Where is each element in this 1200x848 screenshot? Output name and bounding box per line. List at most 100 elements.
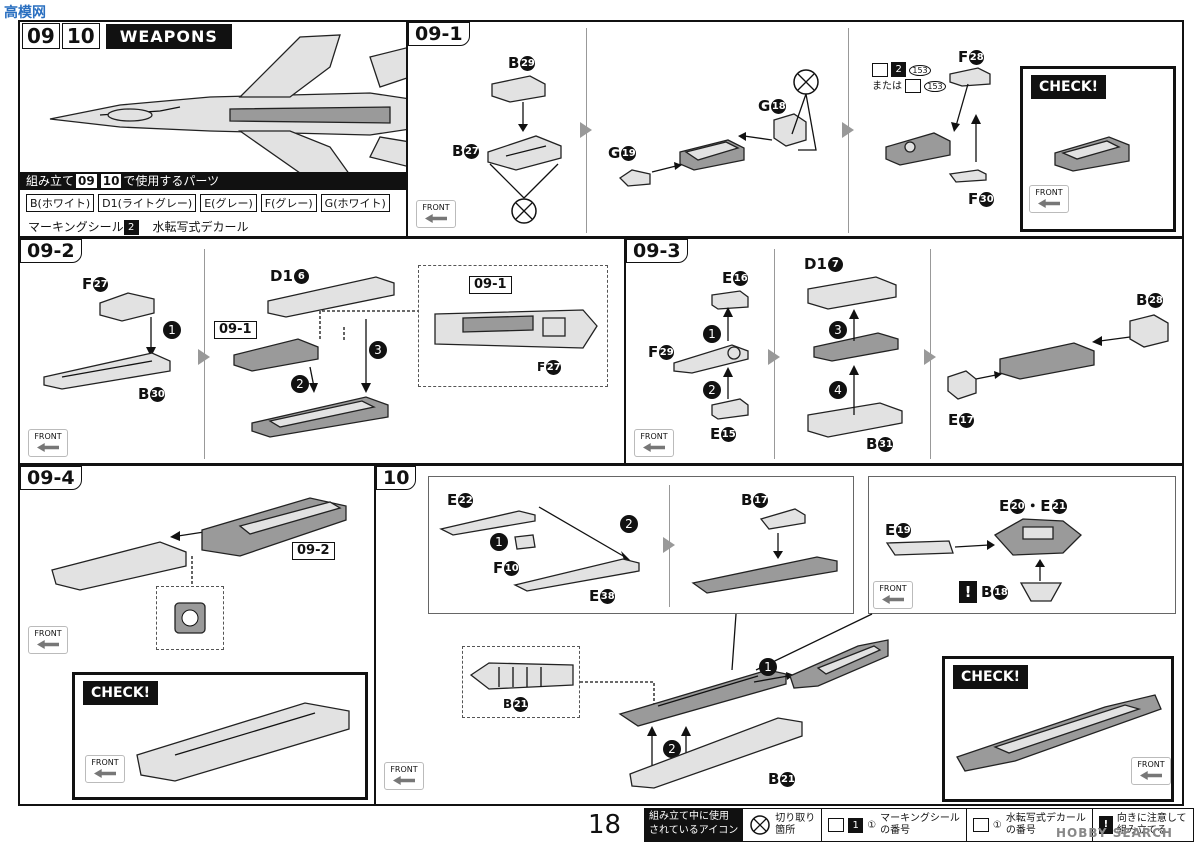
part-d1-7 [807, 276, 897, 310]
arrow-f27 [146, 317, 156, 357]
flow-arrow-093-a [768, 349, 780, 365]
subpanel-connector [731, 613, 873, 671]
arrow-f28 [951, 83, 981, 162]
step-label-09-2: 09-2 [20, 239, 82, 263]
step-label-10: 10 [376, 466, 417, 490]
part-e20-e21 [993, 518, 1082, 556]
front-indicator-094: FRONT [28, 626, 68, 654]
runner-list: B(ホワイト) D1(ライトグレー) E(グレー) F(グレー) G(ホワイト) [26, 194, 390, 212]
part-f10 [514, 534, 536, 550]
flow-arrow-092 [198, 349, 210, 365]
front-indicator-10b: FRONT [873, 581, 913, 609]
legend-cut: 切り取り箇所 [743, 808, 823, 842]
front-indicator-093: FRONT [634, 429, 674, 457]
part-body-092 [251, 396, 389, 438]
detail-part-10 [469, 662, 574, 690]
part-sub-091 [233, 338, 319, 372]
arrow-b28 [1092, 336, 1131, 346]
legend-marking-icon [828, 818, 845, 832]
check-part-094 [136, 702, 350, 782]
flow-arrow-10a [663, 537, 675, 553]
check-box-094: CHECK! FRONT [72, 672, 368, 800]
part-f28 [949, 67, 991, 87]
section-title: WEAPONS [105, 23, 232, 49]
aircraft-illustration [49, 34, 406, 176]
part-e15 [711, 398, 749, 420]
order-2-092: 2 [290, 373, 309, 393]
front-indicator-10: FRONT [384, 762, 424, 790]
attention-icon: ! [959, 581, 977, 603]
arrow-b29 [518, 102, 528, 132]
part-f30 [948, 169, 987, 183]
runner-e: E(グレー) [200, 194, 257, 212]
legend-cut-icon [750, 815, 770, 835]
ref-09-1-a: 09-1 [214, 321, 257, 339]
step-label-09-3: 09-3 [626, 239, 688, 263]
sticker-callout: 2 153 または 153 [872, 62, 946, 95]
watermark-bottom-right: HOBBY SEARCH [1056, 826, 1173, 840]
arrow-g19 [651, 162, 682, 173]
step-number-09: 09 [22, 23, 60, 49]
check-part-10 [956, 694, 1162, 772]
order-1-10: 1 [758, 656, 777, 676]
front-indicator-094-check: FRONT [85, 755, 125, 783]
part-body-093 [999, 342, 1095, 380]
legend-attention-icon: ! [1098, 816, 1113, 834]
watermark-top-left: 高模网 [4, 5, 46, 21]
part-e38 [513, 558, 640, 592]
order-2-10: 2 [662, 738, 681, 758]
leader-092 [319, 310, 418, 339]
part-e22 [439, 510, 536, 536]
part-e16 [711, 290, 749, 310]
step-label-09-4: 09-4 [20, 466, 82, 490]
legend-title: 組み立て中に使用されているアイコン [644, 808, 744, 842]
order-1-093: 1 [702, 323, 721, 343]
legend-decal-icon [972, 818, 989, 832]
check-box-091: CHECK! FRONT [1020, 66, 1176, 232]
part-b18 [1019, 582, 1063, 602]
runner-f: F(グレー) [260, 194, 317, 212]
cut-leader-1 [489, 163, 559, 199]
panel-step-09-4: 09-4 09-2 FRONT CHECK! FRONT [18, 464, 376, 806]
detail-box-094 [156, 586, 224, 650]
part-b29 [491, 75, 546, 103]
front-indicator-092: FRONT [28, 429, 68, 457]
part-f27 [99, 292, 155, 322]
part-assembled-10a [691, 556, 838, 594]
part-g19 [618, 169, 651, 187]
order-4-093: 4 [828, 379, 847, 399]
part-g18 [773, 113, 807, 147]
part-b17 [759, 508, 806, 530]
arrows-10-b [647, 726, 691, 768]
flow-arrow-091-b [842, 122, 854, 138]
page-number: 18 [588, 810, 622, 840]
front-indicator-091-check: FRONT [1029, 185, 1069, 213]
step-number-10: 10 [61, 23, 100, 49]
